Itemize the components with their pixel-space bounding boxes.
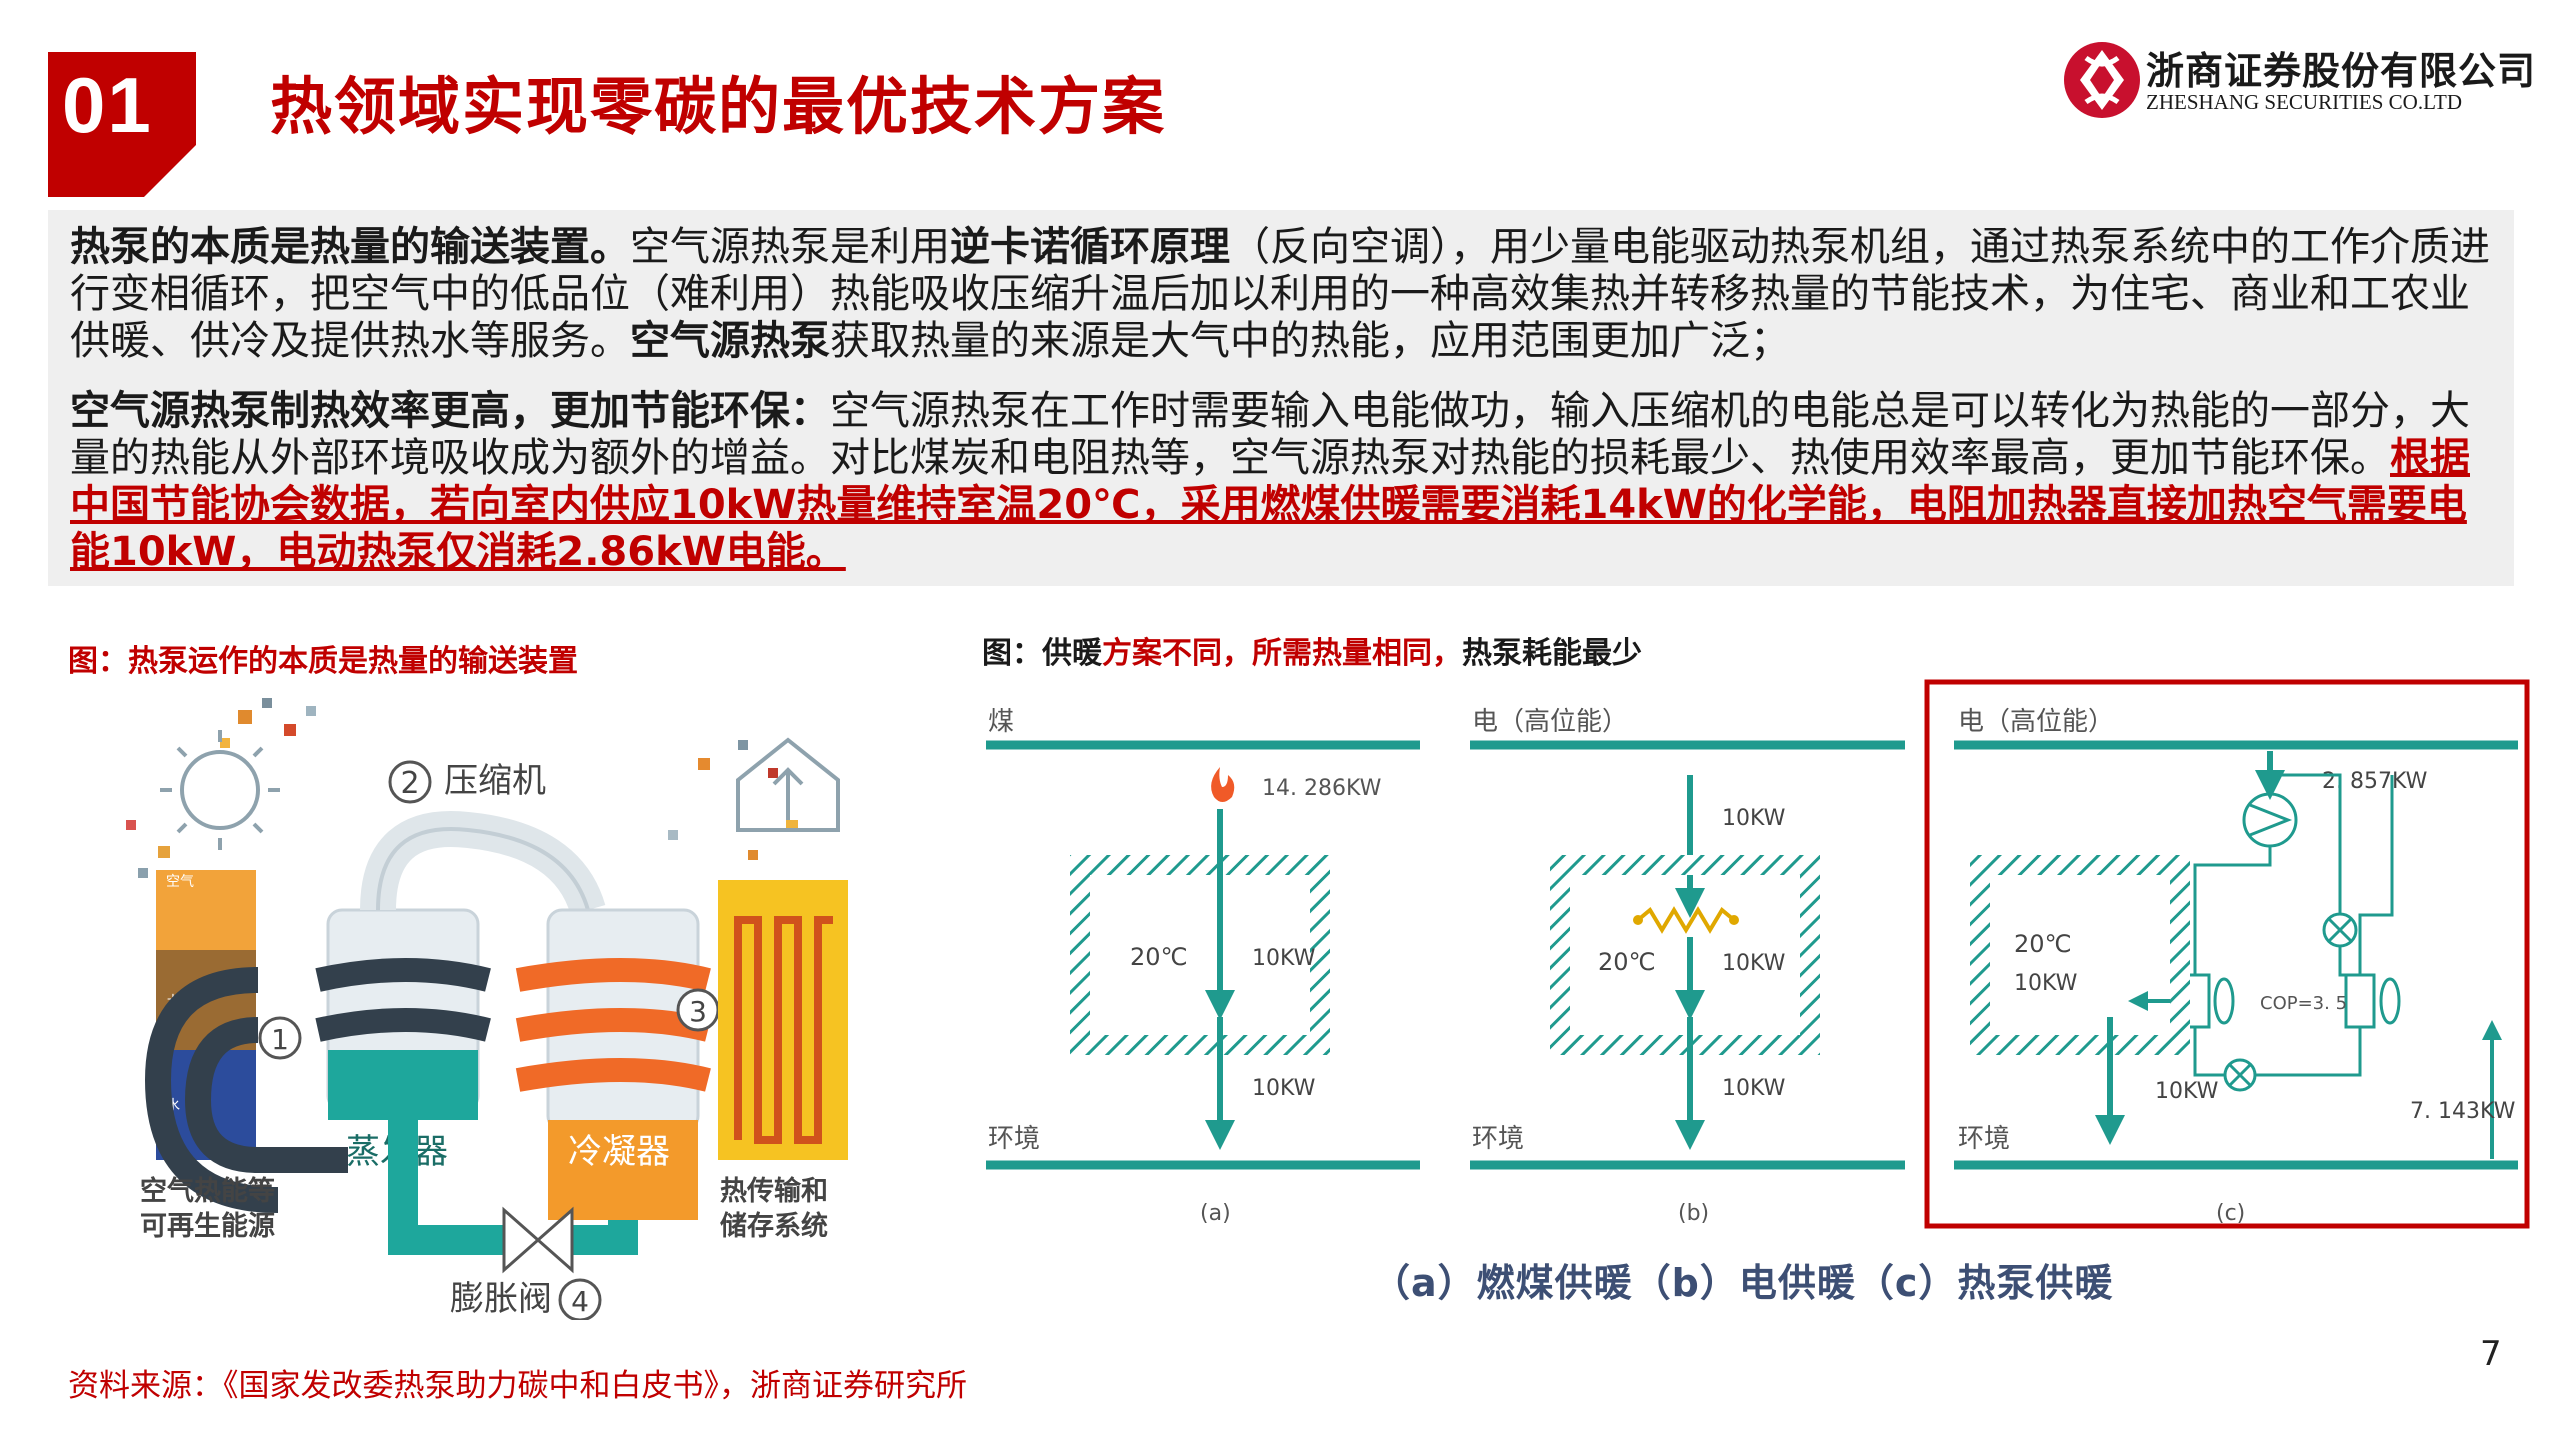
para2-text-1: 空气源热泵在工作时需要输入电能做功，输入压缩机的电能总是可以转化为热能的一部分，… [70, 388, 2470, 481]
right-caption-part-1: 图：供暖 [982, 636, 1102, 671]
scheme-b-bottom-label: 环境 [1472, 1124, 1524, 1154]
fan-right-icon [2379, 977, 2401, 1025]
para1-text-2: （反向空调），用少量电能驱动热泵机组，通过热泵系统中的工作介质进行变相循环，把空… [70, 224, 2490, 364]
decorative-confetti [126, 698, 798, 878]
para1-bold-2: 空气源热泵 [630, 318, 830, 364]
scheme-c-bottom-label: 环境 [1958, 1124, 2010, 1154]
section-number-badge: 01 [48, 52, 197, 198]
right-caption-part-2: 方案不同，所需热量相同， [1102, 636, 1462, 671]
summary-textbox: 热泵的本质是热量的输送装置。空气源热泵是利用逆卡诺循环原理（反向空调），用少量电… [48, 210, 2514, 586]
scheme-a-letter: (a) [1200, 1201, 1231, 1226]
highlight-frame [1924, 679, 2530, 1229]
scheme-c-output-value: 10KW [2155, 1079, 2219, 1104]
compressor-number: 2 [400, 766, 419, 801]
scheme-b-top-label: 电（高位能） [1472, 707, 1628, 737]
right-figure-caption: 图：供暖方案不同，所需热量相同，热泵耗能最少 [982, 628, 1642, 672]
paragraph-efficiency: 空气源热泵制热效率更高，更加节能环保：空气源热泵在工作时需要输入电能做功，输入压… [70, 388, 2500, 576]
renewable-label-2: 可再生能源 [140, 1210, 275, 1242]
fire-icon [1211, 767, 1235, 802]
section-number: 01 [62, 61, 153, 149]
para1-bold-1: 逆卡诺循环原理 [950, 224, 1230, 270]
valve-label: 膨胀阀 [450, 1279, 552, 1319]
para2-highlight: 根据中国节能协会数据，若向室内供应10kW热量维持室温20℃，采用燃煤供暖需要消… [70, 435, 2470, 575]
condenser-label: 冷凝器 [568, 1132, 670, 1172]
compressor-number-circle [388, 760, 432, 804]
para1-text-1: 空气源热泵是利用 [630, 224, 950, 270]
cop-value: COP=3. 5 [2260, 993, 2347, 1014]
scheme-a-top-label: 煤 [988, 707, 1014, 737]
air-layer [156, 870, 256, 950]
scheme-a-input-value: 14. 286KW [1262, 776, 1382, 801]
scheme-a-coal: 煤 14. 286KW 20℃ 10KW 10KW 环境 (a) [986, 707, 1420, 1226]
para1-text-3: 获取热量的来源是大气中的热能，应用范围更加广泛； [830, 318, 1790, 364]
para1-lead: 热泵的本质是热量的输送装置。 [70, 224, 630, 270]
storage-label-1: 热传输和 [720, 1175, 828, 1207]
scheme-c-input-value: 2. 857KW [2322, 769, 2428, 794]
scheme-c-top-label: 电（高位能） [1958, 707, 2114, 737]
left-figure-caption: 图：热泵运作的本质是热量的输送装置 [68, 644, 578, 679]
scheme-c-environment-value: 7. 143KW [2410, 1099, 2516, 1124]
scheme-a-bottom-label: 环境 [988, 1124, 1040, 1154]
source-note: 资料来源：《国家发改委热泵助力碳中和白皮书》，浙商证券研究所 [68, 1368, 967, 1404]
zheshang-logo-icon [2064, 42, 2140, 118]
heat-pump-illustration: 2 压缩机 空气 土壤 水 1 蒸发器 冷凝器 3 膨胀阀 4 空气热能等 可再… [126, 698, 848, 1320]
circuit-number-1: 1 [271, 1023, 289, 1056]
company-name-cn: 浙商证券股份有限公司 [2146, 48, 2537, 93]
paragraph-heat-pump-essence: 热泵的本质是热量的输送装置。空气源热泵是利用逆卡诺循环原理（反向空调），用少量电… [70, 224, 2500, 365]
scheme-c-temp: 20℃ [2014, 930, 2072, 958]
air-label: 空气 [166, 874, 194, 890]
scheme-b-electric: 电（高位能） 10KW 20℃ 10KW 10KW 环境 (b) [1470, 707, 1905, 1226]
storage-label-2: 储存系统 [720, 1210, 828, 1242]
page-title: 热领域实现零碳的最优技术方案 [270, 70, 1167, 143]
company-name-en: ZHESHANG SECURITIES CO.LTD [2146, 90, 2462, 114]
scheme-a-inner-value: 10KW [1252, 946, 1316, 971]
scheme-a-temp: 20℃ [1130, 943, 1188, 971]
scheme-b-input-value: 10KW [1722, 806, 1786, 831]
renewable-label-1: 空气热能等 [140, 1175, 275, 1207]
sun-icon [160, 730, 280, 850]
house-icon [736, 737, 840, 832]
scheme-b-letter: (b) [1678, 1201, 1709, 1226]
compressor-label: 压缩机 [444, 761, 546, 801]
scheme-c-inner-value: 10KW [2014, 971, 2078, 996]
resistor-icon [1636, 906, 1736, 934]
expansion-valve-icon [502, 1206, 574, 1274]
scheme-c-heat-pump: 电（高位能） 2. 857KW COP=3. 5 20℃ 10KW [1924, 679, 2530, 1229]
para2-lead: 空气源热泵制热效率更高，更加节能环保： [70, 388, 830, 434]
fan-left-icon [2213, 977, 2235, 1025]
circuit-number-3: 3 [689, 995, 707, 1028]
page-number: 7 [2480, 1334, 2502, 1374]
heating-comparison-diagram: 煤 14. 286KW 20℃ 10KW 10KW 环境 (a) 电（高位能） … [986, 679, 2530, 1229]
scheme-b-temp: 20℃ [1598, 948, 1656, 976]
scheme-c-letter: (c) [2216, 1201, 2245, 1226]
scheme-legend-label: （a）燃煤供暖（b）电供暖（c）热泵供暖 [1372, 1261, 2114, 1305]
valve-number: 4 [571, 1285, 589, 1318]
right-caption-part-3: 热泵耗能最少 [1462, 636, 1642, 671]
scheme-b-output-value: 10KW [1722, 1076, 1786, 1101]
scheme-a-output-value: 10KW [1252, 1076, 1316, 1101]
scheme-b-inner-value: 10KW [1722, 951, 1786, 976]
